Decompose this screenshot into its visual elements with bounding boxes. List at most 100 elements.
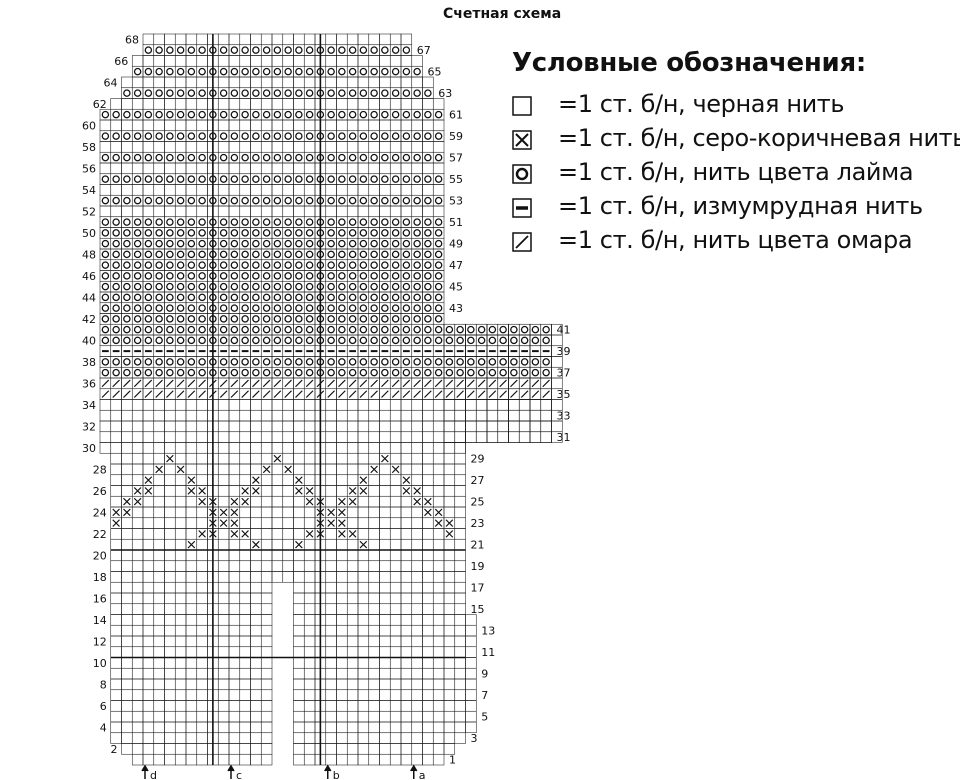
grid-cell (443, 592, 456, 605)
grid-cell (99, 248, 112, 261)
grid-cell (196, 732, 208, 744)
grid-cell (303, 646, 316, 658)
grid-cell (443, 635, 456, 648)
legend: Условные обозначения: =1 ст. б/н, черная… (512, 48, 960, 260)
grid-cell (185, 227, 198, 239)
circle-stitch (219, 272, 228, 280)
grid-cell (121, 184, 133, 196)
grid-cell (239, 667, 251, 680)
grid-cell (250, 409, 262, 422)
slash-stitch (434, 379, 443, 388)
row-number: 27 (471, 474, 485, 487)
grid-cell (443, 538, 456, 551)
row-number: 8 (100, 678, 107, 691)
grid-cell (153, 313, 165, 325)
row-number: 26 (93, 485, 107, 498)
grid-cell (185, 667, 198, 680)
grid-cell (325, 624, 337, 637)
circle-stitch (381, 272, 389, 280)
grid-cell (443, 506, 456, 519)
grid-cell (293, 87, 305, 99)
slash-stitch (499, 390, 507, 398)
circle-stitch (219, 229, 228, 237)
grid-cell (465, 689, 477, 701)
slash-stitch (381, 379, 389, 388)
slash-icon (512, 232, 532, 252)
grid-cell (357, 356, 370, 368)
grid-cell (368, 76, 380, 89)
grid-cell (239, 130, 251, 142)
grid-cell (164, 162, 176, 175)
grid-cell (357, 237, 370, 250)
row-number: 17 (471, 582, 485, 595)
circle-stitch (252, 304, 260, 312)
grid-cell (497, 323, 509, 336)
legend-item-emerald: =1 ст. б/н, измумрудная нить (512, 192, 923, 226)
grid-cell (368, 162, 380, 175)
grid-cell (325, 495, 337, 508)
grid-cell (454, 399, 466, 411)
circle-stitch (133, 336, 142, 345)
circle-stitch (112, 272, 120, 280)
grid-cell (336, 194, 348, 207)
grid-cell (185, 409, 198, 422)
grid-cell (228, 76, 241, 89)
row-number: 21 (471, 539, 485, 552)
grid-cell (239, 302, 251, 314)
grid-cell (303, 431, 316, 443)
grid-cell (368, 313, 380, 325)
circle-stitch (241, 218, 249, 226)
circle-stitch (252, 293, 260, 302)
grid-cell (508, 399, 520, 411)
grid-cell (131, 237, 144, 250)
grid-cell (293, 184, 305, 196)
circle-stitch (391, 239, 400, 248)
grid-cell (196, 667, 208, 680)
grid-cell (153, 624, 165, 637)
circle-stitch (230, 46, 239, 54)
grid-cell (217, 603, 230, 615)
circle-stitch (273, 250, 282, 259)
grid-cell (260, 130, 273, 142)
grid-cell (293, 678, 305, 691)
grid-cell (389, 130, 402, 142)
grid-cell (142, 237, 155, 250)
circle-stitch (219, 250, 228, 259)
grid-cell (153, 259, 165, 271)
grid-cell (357, 216, 370, 228)
grid-cell (153, 270, 165, 282)
grid-cell (346, 33, 359, 46)
grid-cell (432, 130, 445, 142)
grid-cell (475, 366, 488, 379)
circle-stitch (348, 250, 357, 259)
circle-stitch (391, 325, 400, 334)
legend-item-grey-brown: =1 ст. б/н, серо-коричневая нить (512, 124, 960, 158)
circle-stitch (209, 132, 217, 140)
grid-cell (110, 420, 122, 433)
grid-cell (389, 184, 402, 196)
grid-cell (454, 323, 466, 336)
grid-cell (325, 592, 337, 605)
grid-cell (121, 431, 133, 443)
cross-stitch (198, 497, 206, 506)
grid-cell (110, 227, 122, 239)
slash-stitch (477, 379, 486, 388)
grid-cell (443, 334, 456, 347)
grid-cell (389, 302, 402, 314)
grid-cell (121, 76, 133, 89)
grid-cell (185, 216, 198, 228)
grid-cell (432, 184, 445, 196)
grid-cell (422, 130, 434, 142)
grid-cell (196, 635, 208, 648)
grid-cell (443, 420, 456, 433)
grid-cell (271, 237, 284, 250)
grid-cell (443, 323, 456, 336)
circle-stitch (101, 368, 110, 377)
grid-cell (282, 227, 294, 239)
grid-cell (303, 474, 316, 486)
grid-cell (174, 366, 187, 379)
grid-cell (142, 635, 155, 648)
slash-stitch (133, 390, 142, 398)
grid-cell (142, 721, 155, 734)
grid-cell (422, 710, 434, 723)
